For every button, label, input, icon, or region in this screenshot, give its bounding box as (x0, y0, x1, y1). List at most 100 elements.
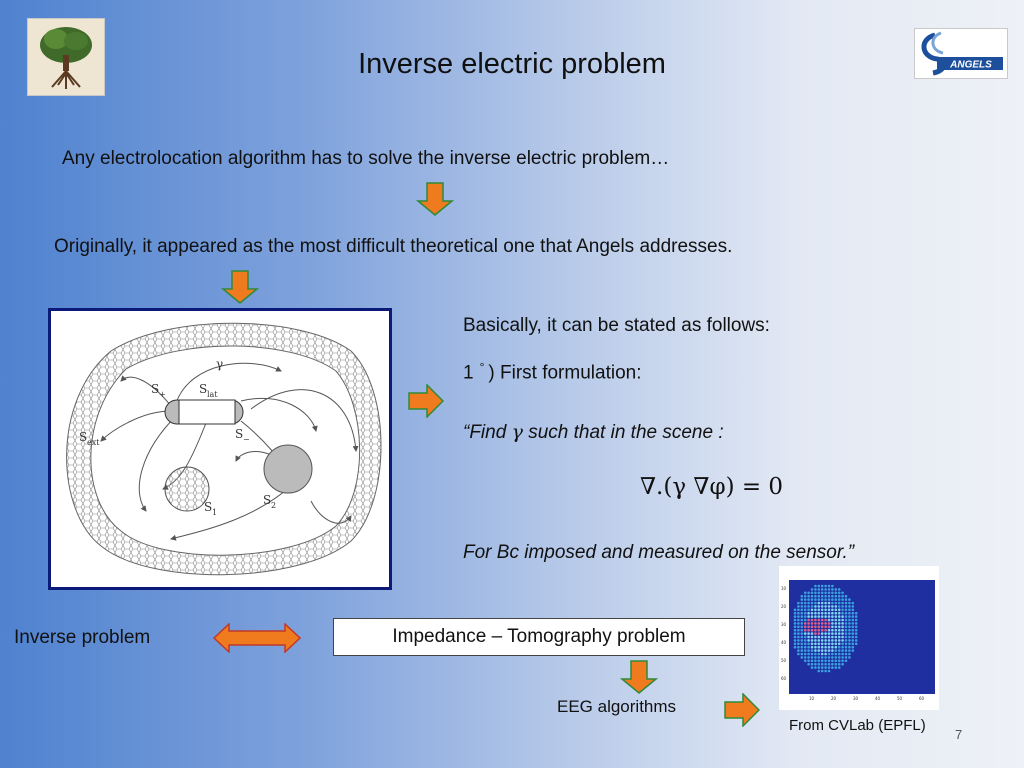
heatmap-dot (831, 611, 834, 615)
heatmap-dot (854, 622, 858, 625)
heatmap-dot (854, 639, 858, 642)
heatmap-dot (844, 615, 848, 618)
heatmap-dot (848, 656, 851, 659)
heatmap-dot (800, 615, 804, 618)
heatmap-dot (848, 608, 851, 612)
heatmap-dot (797, 608, 800, 612)
heatmap-dot (851, 632, 855, 635)
heatmap-dot (800, 594, 804, 598)
heatmap-dot (827, 584, 831, 588)
s2-sub: 2 (271, 501, 276, 510)
heatmap-dot (837, 594, 841, 598)
heatmap-dot (797, 639, 800, 642)
heatmap-dot (841, 649, 844, 652)
heatmap-dot (797, 628, 800, 632)
heatmap-y-tick: 60 (781, 676, 787, 681)
heatmap-dot (820, 666, 824, 669)
heatmap-dot (807, 652, 810, 656)
heatmap-dot (820, 611, 824, 615)
tree-logo (27, 18, 105, 96)
heatmap-dot (831, 608, 834, 612)
heatmap-dot (820, 649, 824, 652)
heatmap-dot (844, 611, 848, 615)
heatmap-dot (831, 662, 834, 666)
heatmap-dot (827, 625, 831, 629)
heatmap-dot (851, 625, 855, 629)
heatmap-dot (827, 605, 831, 608)
heatmap-dot (814, 632, 817, 635)
heatmap-dot (824, 625, 827, 629)
heatmap-dot (837, 649, 841, 652)
heatmap-dot (793, 642, 797, 646)
heatmap-dot (827, 611, 831, 615)
heatmap-dot (807, 645, 810, 649)
heatmap-dot (800, 605, 804, 608)
heatmap-dot (800, 645, 804, 649)
heatmap-dot (800, 601, 804, 605)
find-open: “Find (463, 422, 507, 443)
double-arrow-icon (212, 622, 302, 654)
heatmap-dot (844, 642, 848, 646)
heatmap-dot (810, 594, 814, 598)
heatmap-dot (793, 608, 797, 612)
heatmap-dot (827, 656, 831, 659)
heatmap-dot (793, 618, 797, 622)
heatmap-dot (807, 601, 810, 605)
heatmap-dot (848, 635, 851, 639)
heatmap-dot (824, 598, 827, 601)
heatmap-dot (824, 642, 827, 646)
heatmap-dot (817, 642, 821, 646)
heatmap-dot (814, 588, 817, 591)
heatmap-dot (848, 598, 851, 601)
heatmap-dot (810, 628, 814, 632)
s1-label: S (204, 500, 212, 514)
heatmap-dot (824, 611, 827, 615)
heatmap-dot (834, 601, 838, 605)
heatmap-dot (844, 656, 848, 659)
heatmap-dot (810, 588, 814, 591)
heatmap-dot (837, 598, 841, 601)
heatmap-dot (834, 598, 838, 601)
heatmap-dot (831, 588, 834, 591)
heatmap-dot (827, 632, 831, 635)
heatmap-dot (831, 605, 834, 608)
s-plus-label: S (151, 382, 159, 396)
heatmap-dot (820, 645, 824, 649)
heatmap-dot (817, 598, 821, 601)
eeg-algorithms-label: EEG algorithms (557, 697, 677, 716)
heatmap-dot (807, 594, 810, 598)
heatmap-x-tick: 50 (897, 696, 903, 701)
heatmap-dot (814, 601, 817, 605)
heatmap-dot (837, 608, 841, 612)
heatmap-dot (807, 656, 810, 659)
heatmap-dot (841, 628, 844, 632)
heatmap-dot (817, 601, 821, 605)
heatmap-dot (820, 608, 824, 612)
heatmap-dot (837, 615, 841, 618)
heatmap-dot (834, 618, 838, 622)
heatmap-dot (834, 652, 838, 656)
heatmap-dot (817, 656, 821, 659)
heatmap-dot (800, 598, 804, 601)
heatmap-x-tick: 10 (809, 696, 815, 701)
heatmap-dot (820, 659, 824, 663)
heatmap-dot (793, 628, 797, 632)
heatmap-dot (844, 628, 848, 632)
find-rest: such that in the scene : (528, 422, 724, 443)
heatmap-dot (848, 649, 851, 652)
heatmap-dot (820, 605, 824, 608)
heatmap-dot (810, 656, 814, 659)
heatmap-dot (824, 615, 827, 618)
heatmap-dot (803, 608, 807, 612)
electrolocation-diagram: γ S + S lat S − S ext S 1 S 2 (48, 308, 392, 590)
heatmap-dot (824, 594, 827, 598)
heatmap-dot (807, 632, 810, 635)
heatmap-dot (817, 666, 821, 669)
heatmap-dot (803, 591, 807, 595)
heatmap-dot (793, 639, 797, 642)
heatmap-dot (824, 659, 827, 663)
heatmap-dot (797, 615, 800, 618)
heatmap-dot (817, 635, 821, 639)
heatmap-dot (807, 618, 810, 622)
heatmap-dot (817, 611, 821, 615)
